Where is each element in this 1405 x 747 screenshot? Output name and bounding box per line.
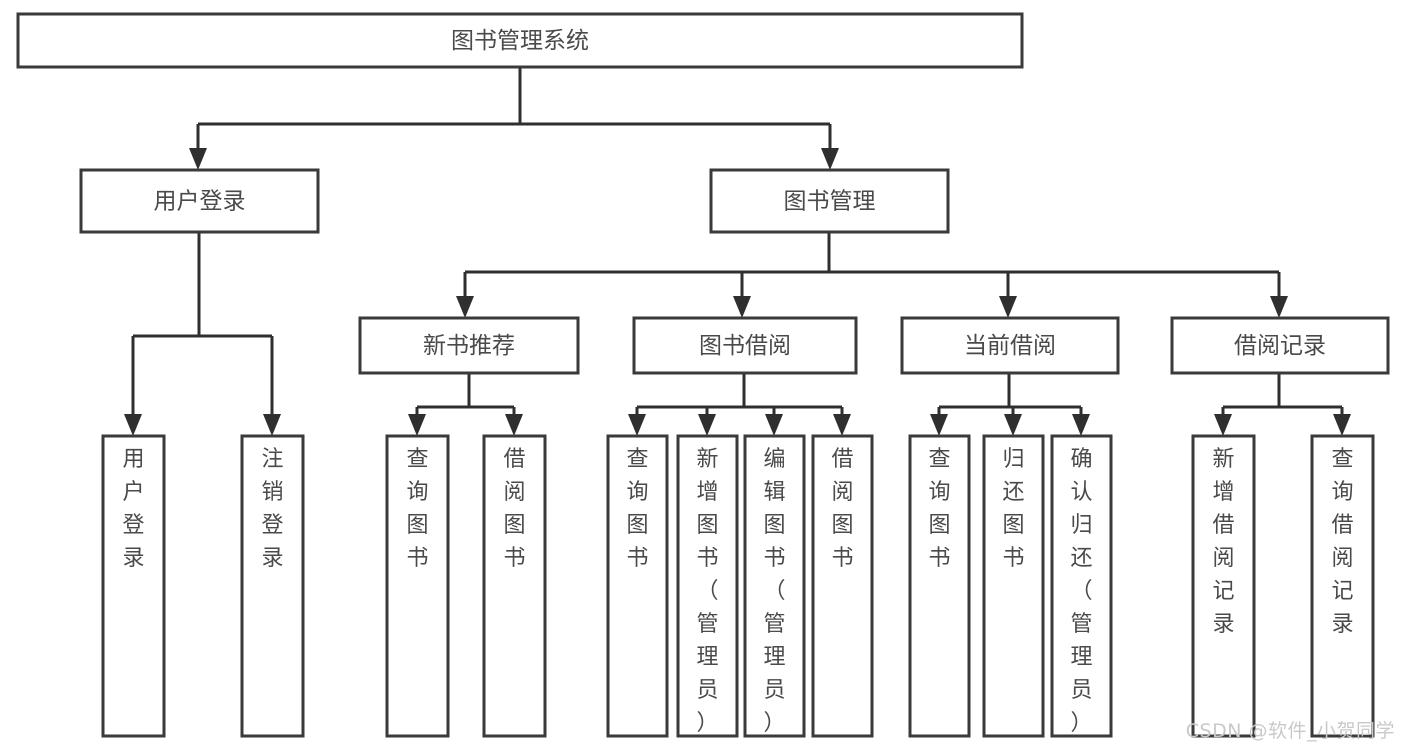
arrow-down-icon-level3-0 <box>456 296 474 318</box>
node-leaf-query-book-3-label: 查询图书 <box>928 447 950 571</box>
node-borrow-record-box[interactable] <box>1170 316 1390 375</box>
node-leaf-add-book-box[interactable] <box>676 434 739 738</box>
node-leaf-logout[interactable]: 注销登录 <box>240 434 305 738</box>
arrow-down-icon-group-0-1 <box>505 414 523 436</box>
node-leaf-borrow-book-2[interactable]: 借阅图书 <box>811 434 874 738</box>
node-leaf-query-book-1[interactable]: 查询图书 <box>385 434 450 738</box>
node-leaf-query-book-2-box[interactable] <box>606 434 669 738</box>
node-leaf-add-book[interactable]: 新增图书（管理员） <box>676 434 739 738</box>
node-borrow-record-label: 借阅记录 <box>1234 333 1326 359</box>
node-leaf-edit-book[interactable]: 编辑图书（管理员） <box>743 434 806 738</box>
node-leaf-confirm-return-box[interactable] <box>1050 434 1113 738</box>
node-leaf-query-book-3[interactable]: 查询图书 <box>908 434 971 738</box>
node-leaf-return-book[interactable]: 归还图书 <box>982 434 1045 738</box>
node-leaf-borrow-book-2-label: 借阅图书 <box>831 447 853 571</box>
node-borrow-record[interactable]: 借阅记录 <box>1170 316 1390 375</box>
node-leaf-borrow-book-2-box[interactable] <box>811 434 874 738</box>
node-leaf-edit-book-box[interactable] <box>743 434 806 738</box>
arrow-down-icon-login-1 <box>263 414 281 436</box>
node-leaf-logout-box[interactable] <box>240 434 305 738</box>
node-book-manage-label: 图书管理 <box>784 189 876 215</box>
node-current-borrow-box[interactable] <box>900 316 1120 375</box>
node-current-borrow[interactable]: 当前借阅 <box>900 316 1120 375</box>
node-user-login-label: 用户登录 <box>154 189 246 215</box>
node-root-system-box[interactable] <box>16 12 1024 69</box>
arrow-down-icon-group-1-1 <box>698 414 716 436</box>
node-new-book-recommend[interactable]: 新书推荐 <box>358 316 580 375</box>
node-leaf-user-login-label: 用户登录 <box>122 447 144 571</box>
arrow-down-icon-group-1-3 <box>833 414 851 436</box>
node-leaf-query-record[interactable]: 查询借阅记录 <box>1310 434 1375 738</box>
node-leaf-query-record-label: 查询借阅记录 <box>1331 447 1353 637</box>
node-leaf-return-book-label: 归还图书 <box>1002 447 1024 571</box>
arrow-down-icon-group-2-0 <box>930 414 948 436</box>
node-book-manage[interactable]: 图书管理 <box>709 168 950 234</box>
arrow-down-icon-level3-2 <box>999 296 1017 318</box>
node-leaf-borrow-book-1-label: 借阅图书 <box>503 447 525 571</box>
node-book-borrow[interactable]: 图书借阅 <box>632 316 858 375</box>
arrow-down-icon-level2-0 <box>189 148 207 170</box>
arrow-down-icon-level2-1 <box>821 148 839 170</box>
arrow-down-icon-group-1-2 <box>765 414 783 436</box>
node-new-book-recommend-label: 新书推荐 <box>423 333 515 359</box>
arrow-down-icon-group-2-2 <box>1072 414 1090 436</box>
node-book-borrow-label: 图书借阅 <box>699 333 791 359</box>
node-leaf-add-book-label: 新增图书（管理员） <box>696 447 718 736</box>
node-user-login-box[interactable] <box>79 168 320 234</box>
node-leaf-borrow-book-1-box[interactable] <box>482 434 547 738</box>
node-leaf-query-book-1-label: 查询图书 <box>406 447 428 571</box>
arrow-down-icon-login-0 <box>124 414 142 436</box>
arrow-down-icon-level3-1 <box>733 296 751 318</box>
node-leaf-query-record-box[interactable] <box>1310 434 1375 738</box>
node-user-login[interactable]: 用户登录 <box>79 168 320 234</box>
connector-layer <box>124 67 1351 436</box>
node-leaf-confirm-return-label: 确认归还（管理员） <box>1070 447 1092 736</box>
node-book-manage-box[interactable] <box>709 168 950 234</box>
node-layer: 图书管理系统用户登录图书管理新书推荐图书借阅当前借阅借阅记录用户登录注销登录查询… <box>16 12 1390 738</box>
arrow-down-icon-group-3-1 <box>1333 414 1351 436</box>
arrow-down-icon-group-3-0 <box>1214 414 1232 436</box>
node-leaf-query-book-2-label: 查询图书 <box>626 447 648 571</box>
node-root-system-label: 图书管理系统 <box>451 28 589 54</box>
node-leaf-confirm-return[interactable]: 确认归还（管理员） <box>1050 434 1113 738</box>
node-book-borrow-box[interactable] <box>632 316 858 375</box>
node-leaf-user-login[interactable]: 用户登录 <box>101 434 166 738</box>
node-current-borrow-label: 当前借阅 <box>964 333 1056 359</box>
node-leaf-query-book-1-box[interactable] <box>385 434 450 738</box>
node-leaf-borrow-book-1[interactable]: 借阅图书 <box>482 434 547 738</box>
arrow-down-icon-level3-3 <box>1270 296 1288 318</box>
node-leaf-return-book-box[interactable] <box>982 434 1045 738</box>
node-root-system[interactable]: 图书管理系统 <box>16 12 1024 69</box>
node-leaf-add-record-box[interactable] <box>1191 434 1256 738</box>
node-leaf-add-record[interactable]: 新增借阅记录 <box>1191 434 1256 738</box>
arrow-down-icon-group-1-0 <box>628 414 646 436</box>
node-leaf-logout-label: 注销登录 <box>261 447 283 571</box>
arrow-down-icon-group-2-1 <box>1004 414 1022 436</box>
node-leaf-user-login-box[interactable] <box>101 434 166 738</box>
arrow-down-icon-group-0-0 <box>408 414 426 436</box>
node-leaf-query-book-2[interactable]: 查询图书 <box>606 434 669 738</box>
node-new-book-recommend-box[interactable] <box>358 316 580 375</box>
node-leaf-add-record-label: 新增借阅记录 <box>1212 447 1234 637</box>
node-leaf-edit-book-label: 编辑图书（管理员） <box>763 447 785 736</box>
node-leaf-query-book-3-box[interactable] <box>908 434 971 738</box>
